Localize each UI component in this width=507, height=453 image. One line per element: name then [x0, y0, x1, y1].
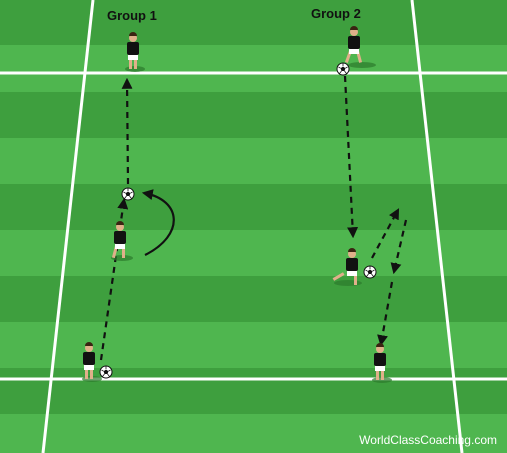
player-g2-middle — [332, 248, 362, 286]
ball-icon — [99, 365, 113, 379]
run-arrow-g1 — [141, 189, 175, 256]
player-g1-top — [125, 32, 145, 72]
pass-arrow-g2-3 — [390, 219, 408, 275]
players — [82, 26, 392, 383]
pass-arrow-g2-1 — [343, 75, 359, 239]
pass-arrow-g2-2 — [371, 208, 400, 259]
group-1-label: Group 1 — [107, 8, 157, 23]
player-g2-top — [344, 26, 376, 68]
player-g2-bottom — [372, 343, 392, 383]
ball-icon — [336, 62, 350, 76]
left-sideline — [41, 0, 95, 453]
player-g1-middle — [111, 221, 133, 261]
right-sideline — [410, 0, 464, 453]
watermark-text: WorldClassCoaching.com — [359, 433, 497, 447]
ball-icon — [121, 187, 135, 201]
ball-icon — [363, 265, 377, 279]
group-2-label: Group 2 — [311, 6, 361, 21]
player-g1-bottom — [82, 342, 102, 382]
